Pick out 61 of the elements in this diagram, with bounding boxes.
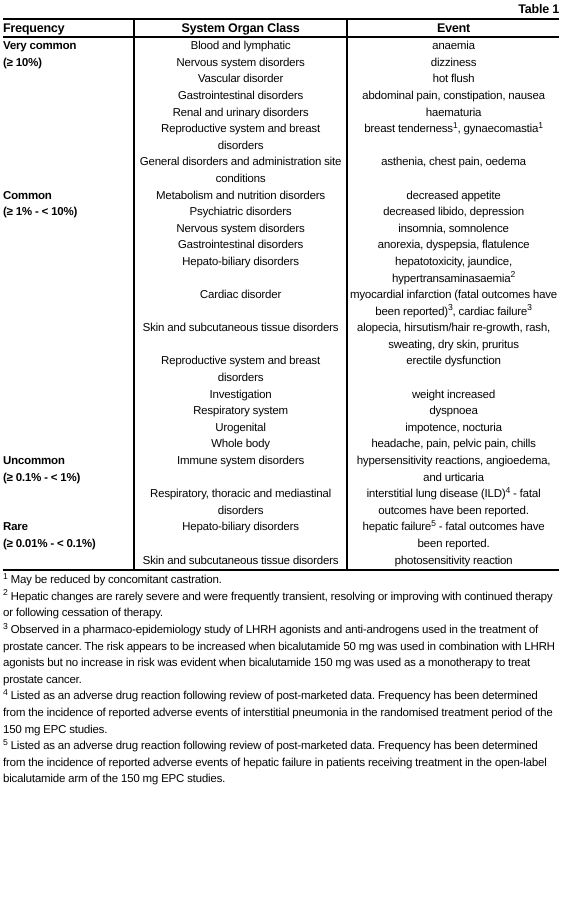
organ-class-cell-text: General disorders and administration site conditions xyxy=(138,155,342,187)
footnote: $^{1}$ May be reduced by concomitant castration. xyxy=(3,572,223,588)
event-cell-text: dyspnoea xyxy=(428,404,479,420)
organ-class-cell-text: Vascular disorder xyxy=(196,72,284,88)
organ-class-cell-text: Skin and subcutaneous tissue disorders xyxy=(142,321,340,336)
footnote: $^{4}$ Listed as an adverse drug reaction following review of post-marketed data. Frequency has been determined from the incidence of reported adverse events of interstitial pneumonia in the randomised treatment period of the 150 mg EPC studies. xyxy=(3,688,554,738)
organ-class-cell-text: Hepato-biliary disorders xyxy=(181,254,300,270)
event-cell-text: interstitial lung disease (ILD)$^{4}$ - fatal outcomes have been reported. xyxy=(366,486,542,519)
organ-class-cell-text: Nervous system disorders xyxy=(175,56,306,71)
column-header: Event xyxy=(436,20,472,36)
event-cell-text: hepatotoxicity, jaundice, hypertransaminasaemia$^{2}$ xyxy=(390,254,516,286)
organ-class-cell-text: Whole body xyxy=(210,437,271,452)
event-cell-text: myocardial infarction (fatal outcomes have been reported)$^{3}$, cardiac failure$^{3}$ xyxy=(350,288,557,320)
event-cell-text: hepatic failure$^{5}$ - fatal outcomes have been reported. xyxy=(362,519,546,552)
organ-class-cell-text: Investigation xyxy=(208,388,272,403)
frequency-range: (≥ 0.01% - < 0.1%) xyxy=(3,537,97,552)
organ-class-cell-text: Respiratory, thoracic and mediastinal disorders xyxy=(149,487,332,519)
organ-class-cell-text: Metabolism and nutrition disorders xyxy=(155,188,326,204)
organ-class-cell-text: Reproductive system and breast disorders xyxy=(160,122,322,154)
event-cell-text: anaemia xyxy=(431,39,476,54)
event-cell-text: weight increased xyxy=(410,388,496,403)
organ-class-cell-text: Hepato-biliary disorders xyxy=(181,520,300,536)
frequency-label: Uncommon xyxy=(3,454,66,470)
footnote: $^{3}$ Observed in a pharmaco-epidemiology study of LHRH agonists and anti-androgens used in the treatment of prostate cancer. The risk appears to be increased when bicalutamide 50 mg was used in combination with LHRH agonists but no increase in risk was evident when bicalutamide 150 mg was used as a monotherapy to treat prostate cancer. xyxy=(3,622,556,688)
event-cell-text: erectile dysfunction xyxy=(405,354,502,370)
organ-class-cell-text: Reproductive system and breast disorders xyxy=(160,354,322,386)
event-cell-text: dizziness xyxy=(430,56,478,71)
frequency-range: (≥ 1% - < 10%) xyxy=(3,205,78,220)
organ-class-cell-text: Skin and subcutaneous tissue disorders xyxy=(142,554,340,569)
organ-class-cell-text: Cardiac disorder xyxy=(198,288,282,304)
frequency-range: (≥ 0.1% - < 1%) xyxy=(3,470,82,486)
event-cell-text: headache, pain, pelvic pain, chills xyxy=(370,437,537,452)
event-cell-text: photosensitivity reaction xyxy=(394,554,514,569)
organ-class-cell-text: Immune system disorders xyxy=(176,454,306,470)
footnote: $^{2}$ Hepatic changes are rarely severe and were frequently transient, resolving or improving with continued therapy or following cessation of therapy. xyxy=(3,588,554,622)
event-cell-text: hot flush xyxy=(432,72,476,88)
event-cell-text: breast tenderness$^{1}$, gynaecomastia$^{1}$ xyxy=(363,121,544,138)
table-number: Table 1 xyxy=(518,1,559,18)
event-cell-text: haematuria xyxy=(424,106,482,121)
event-cell-text: decreased appetite xyxy=(405,188,502,204)
organ-class-cell-text: Renal and urinary disorders xyxy=(172,106,310,121)
frequency-label: Common xyxy=(3,188,53,204)
column-header: System Organ Class xyxy=(135,20,348,36)
footnote: $^{5}$ Listed as an adverse drug reaction following review of post-marketed data. Frequency has been determined from the incidence of reported adverse events of hepatic failure in patients receiving treatment in the open-label bicalutamide arm of the 150 mg EPC studies. xyxy=(3,738,548,788)
event-cell-text: abdominal pain, constipation, nausea xyxy=(361,88,546,104)
event-cell-text: impotence, nocturia xyxy=(404,420,503,436)
organ-class-cell-text: Respiratory system xyxy=(192,404,289,420)
event-cell-text: anorexia, dyspepsia, flatulence xyxy=(376,238,530,254)
organ-class-cell-text: Psychiatric disorders xyxy=(188,205,292,220)
event-cell-text: insomnia, somnolence xyxy=(397,222,510,237)
frequency-label: Rare xyxy=(3,520,29,536)
organ-class-cell-text: Nervous system disorders xyxy=(175,222,306,237)
organ-class-cell-text: Blood and lymphatic xyxy=(190,39,292,54)
event-cell-text: asthenia, chest pain, oedema xyxy=(380,155,527,170)
frequency-range: (≥ 10%) xyxy=(3,56,43,71)
organ-class-cell-text: Gastrointestinal disorders xyxy=(176,88,304,104)
frequency-label: Very common xyxy=(3,39,78,54)
organ-class-cell-text: Urogenital xyxy=(214,420,267,436)
column-header: Frequency xyxy=(3,20,135,36)
organ-class-cell-text: Gastrointestinal disorders xyxy=(176,238,304,254)
event-cell-text: decreased libido, depression xyxy=(382,205,525,220)
